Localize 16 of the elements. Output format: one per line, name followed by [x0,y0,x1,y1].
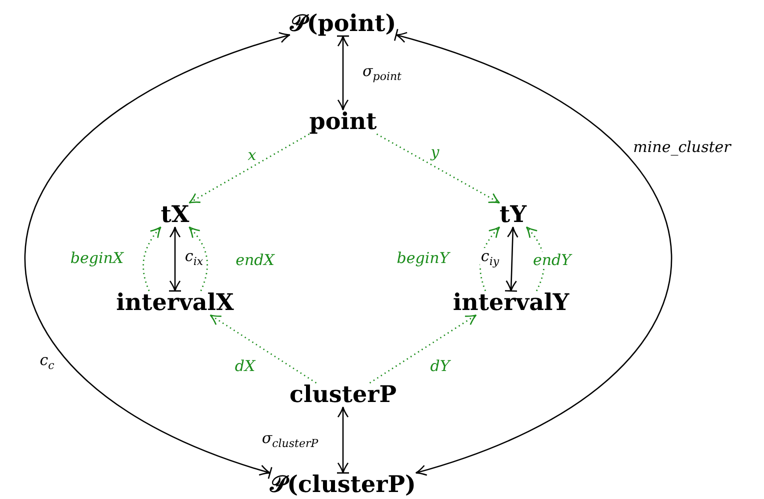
edge-label: endY [532,252,572,268]
node-label: intervalX [116,290,234,316]
node-label: point [309,110,377,134]
node-label: intervalY [452,290,570,316]
edge-label: c$_{iy}$ [480,248,500,268]
node-label: tY [499,202,527,228]
edge-label: endX [234,252,276,268]
node-label: 𝒫(point) [290,12,396,36]
node-label: clusterP [289,382,397,408]
edge-label: beginY [396,250,450,266]
edge-label: dX [234,358,256,374]
node-label: tX [160,202,190,228]
edge-label: beginX [69,250,125,266]
node-label: 𝒫(clusterP) [270,472,416,498]
edge-label: dY [429,358,451,374]
edge-label: mine_cluster [632,138,732,156]
